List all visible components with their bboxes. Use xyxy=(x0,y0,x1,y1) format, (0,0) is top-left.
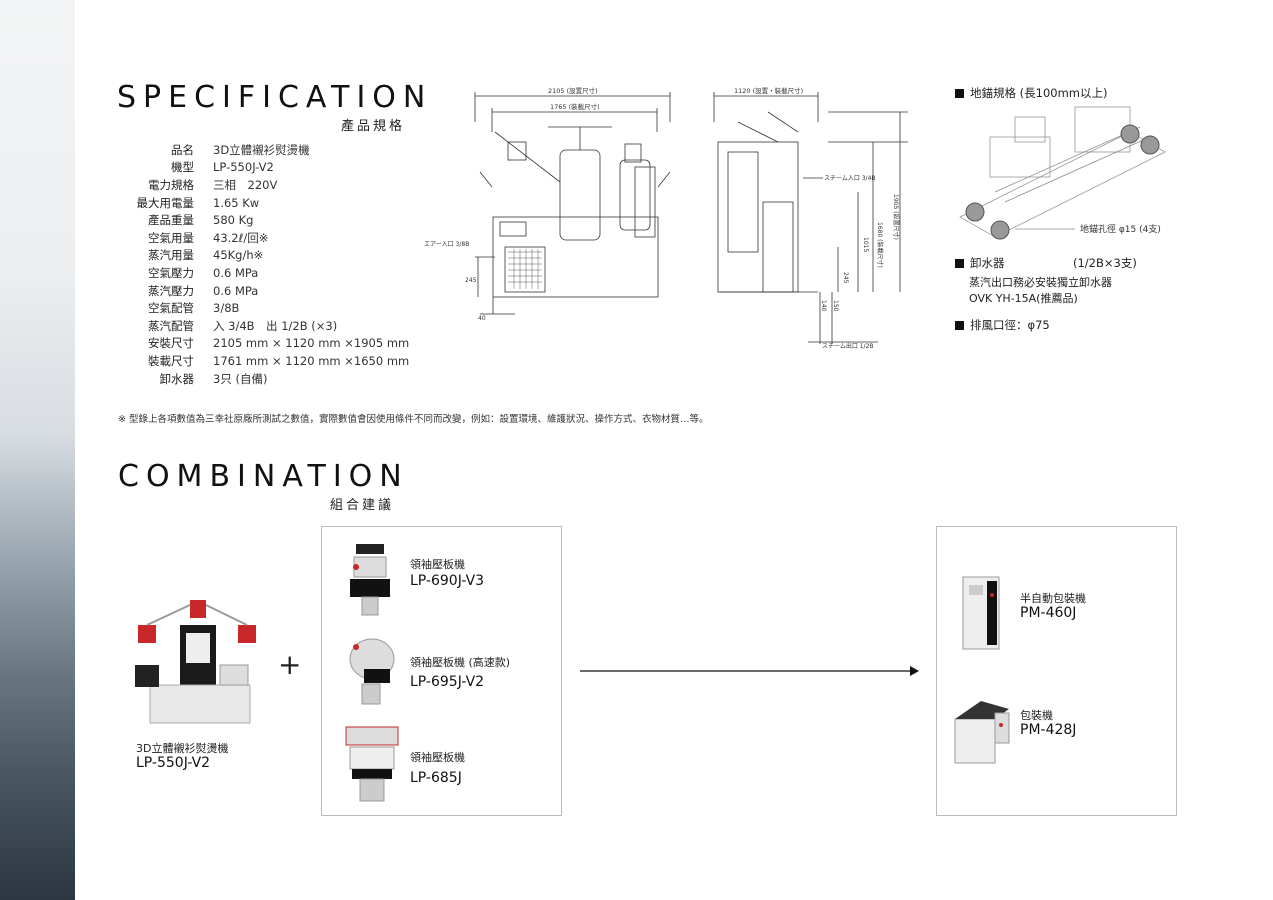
spec-label: 蒸汽配管 xyxy=(148,318,194,333)
arrow-right-icon xyxy=(580,666,919,676)
option-name: 領袖壓板機 xyxy=(410,558,465,571)
packing-model: PM-460J xyxy=(1020,605,1077,621)
side-dim-245: 245 xyxy=(842,272,849,284)
option-model: LP-695J-V2 xyxy=(410,674,485,690)
spec-label: 最大用電量 xyxy=(136,195,195,210)
front-dim-top: 2105 (設置尺寸) xyxy=(548,86,598,95)
main-machine-name: 3D立體襯衫熨燙機 xyxy=(136,742,229,755)
side-steam-inlet: スチーム入口 3/4B xyxy=(824,175,876,182)
spec-row: 空氣用量 43.2ℓ/回※ xyxy=(130,229,409,247)
spec-row: 空氣配管 3/8B xyxy=(130,299,409,317)
spec-label: 品名 xyxy=(171,142,194,157)
exhaust-info: 排風口徑：φ75 xyxy=(955,317,1050,333)
drain-qty: (1/2B×3支) xyxy=(1073,256,1137,270)
pm-460j-image xyxy=(962,576,1000,650)
side-dim-top: 1120 (設置・裝載尺寸) xyxy=(734,86,803,95)
spec-row: 電力規格 三相 220V xyxy=(130,176,409,194)
spec-value: 三相 220V xyxy=(213,177,278,192)
option-model: LP-685J xyxy=(410,770,462,786)
spec-label: 空氣配管 xyxy=(148,301,194,316)
plus-icon: + xyxy=(278,648,302,681)
spec-label: 產品重量 xyxy=(148,213,194,228)
packing-name: 包裝機 xyxy=(1020,709,1053,722)
spec-value: 1761 mm × 1120 mm ×1650 mm xyxy=(213,353,410,368)
option-model: LP-690J-V3 xyxy=(410,573,485,589)
drain-line1: 蒸汽出口務必安裝獨立卸水器 xyxy=(969,276,1112,289)
spec-table: 品名 3D立體襯衫熨燙機 機型 LP-550J-V2 電力規格 三相 220V 最大用… xyxy=(130,141,410,388)
spec-value: 3D立體襯衫熨燙機 xyxy=(213,142,310,157)
packing-machines-box: 半自動包裝機 PM-460J 包裝機 PM-428J xyxy=(936,526,1177,816)
square-bullet-icon xyxy=(955,321,964,330)
spec-label: 電力規格 xyxy=(148,177,194,192)
spec-value: 1.65 Kw xyxy=(213,195,260,210)
collar-press-options-box: 領袖壓板機 LP-690J-V3 領袖壓板機 (高速款) LP-695J-V2 … xyxy=(321,526,562,816)
packing-name: 半自動包裝機 xyxy=(1020,592,1086,605)
side-dim-1680: 1680 (裝載尺寸) xyxy=(876,222,884,268)
front-dim-245: 245 xyxy=(465,277,477,284)
spec-row: 最大用電量 1.65 Kw xyxy=(130,194,409,212)
spec-title: SPECIFICATION xyxy=(117,80,433,115)
spec-label: 機型 xyxy=(171,160,194,175)
spec-value: 45Kg/h※ xyxy=(213,248,264,263)
combination-title: COMBINATION xyxy=(118,459,409,494)
spec-value: 3/8B xyxy=(213,301,240,316)
option-name: 領袖壓板機 (高速款) xyxy=(410,656,511,669)
anchor-drawing: 地錨孔徑 φ15 (4支) xyxy=(959,106,1166,240)
front-air-inlet: エアー入口 3/8B xyxy=(424,241,469,248)
spec-row: 裝載尺寸 1761 mm × 1120 mm ×1650 mm xyxy=(130,352,409,370)
spec-label: 安裝尺寸 xyxy=(148,336,194,351)
spec-value: 43.2ℓ/回※ xyxy=(213,230,269,245)
spec-label: 空氣用量 xyxy=(148,230,194,245)
spec-label: 蒸汽壓力 xyxy=(148,283,194,298)
spec-label: 空氣壓力 xyxy=(148,265,194,280)
spec-value: 2105 mm × 1120 mm ×1905 mm xyxy=(213,336,410,351)
lp-690j-v3-image xyxy=(350,544,390,616)
lp-685j-image xyxy=(345,726,399,802)
main-machine-image xyxy=(130,585,265,730)
spec-subtitle: 產品規格 xyxy=(341,119,406,134)
spec-label: 蒸汽用量 xyxy=(148,248,194,263)
spec-row: 品名 3D立體襯衫熨燙機 xyxy=(130,141,409,159)
spec-row: 蒸汽用量 45Kg/h※ xyxy=(130,247,409,265)
spec-value: 入 3/4B 出 1/2B (×3) xyxy=(213,318,338,333)
anchor-title: 地錨規格 (長100mm以上) xyxy=(955,85,1107,101)
combination-subtitle: 組合建議 xyxy=(330,498,395,513)
sidebar-gradient xyxy=(0,0,75,900)
spec-row: 機型 LP-550J-V2 xyxy=(130,159,409,177)
front-dim-inner: 1765 (裝載尺寸) xyxy=(550,102,600,111)
side-dim-140: 140 xyxy=(820,300,827,312)
spec-row: 蒸汽配管 入 3/4B 出 1/2B (×3) xyxy=(130,317,409,335)
spec-row: 蒸汽壓力 0.6 MPa xyxy=(130,282,409,300)
drain-line2: OVK YH-15A(推薦品) xyxy=(969,292,1078,305)
square-bullet-icon xyxy=(955,259,964,268)
pm-428j-image xyxy=(954,701,1010,764)
main-machine-model: LP-550J-V2 xyxy=(136,755,211,771)
spec-value: 0.6 MPa xyxy=(213,265,259,280)
front-dim-40: 40 xyxy=(478,315,486,322)
spec-label: 裝載尺寸 xyxy=(148,353,194,368)
spec-label: 卸水器 xyxy=(159,371,195,386)
option-name: 領袖壓板機 xyxy=(410,751,465,764)
spec-value: LP-550J-V2 xyxy=(213,160,274,175)
spec-row: 空氣壓力 0.6 MPa xyxy=(130,264,409,282)
spec-value: 0.6 MPa xyxy=(213,283,259,298)
side-dim-150: 150 xyxy=(832,300,839,312)
spec-value: 580 Kg xyxy=(213,213,254,228)
square-bullet-icon xyxy=(955,89,964,98)
anchor-hole-label: 地錨孔徑 φ15 (4支) xyxy=(1080,223,1161,235)
drain-title: 卸水器 xyxy=(955,255,1005,271)
side-view-drawing: 1120 (設置・裝載尺寸) スチーム入口 3/4B スチーム出口 1/2B 1… xyxy=(713,86,908,350)
spec-value: 3只 (自備) xyxy=(213,371,268,386)
side-dim-1905: 1905 (設置尺寸) xyxy=(892,194,900,240)
spec-row: 卸水器 3只 (自備) xyxy=(130,370,409,388)
packing-model: PM-428J xyxy=(1020,722,1077,738)
side-steam-outlet: スチーム出口 1/2B xyxy=(822,342,874,350)
spec-note: ※ 型錄上各項數值為三幸社原廠所測試之數值，實際數值會因使用條件不同而改變，例如… xyxy=(118,414,709,425)
spec-row: 安裝尺寸 2105 mm × 1120 mm ×1905 mm xyxy=(130,335,409,353)
front-view-drawing: 2105 (設置尺寸) 1765 (裝載尺寸) エアー入口 3/8B 245 4… xyxy=(424,86,671,322)
side-dim-1015: 1015 xyxy=(862,237,869,252)
lp-695j-v2-image xyxy=(349,638,395,705)
spec-row: 產品重量 580 Kg xyxy=(130,211,409,229)
